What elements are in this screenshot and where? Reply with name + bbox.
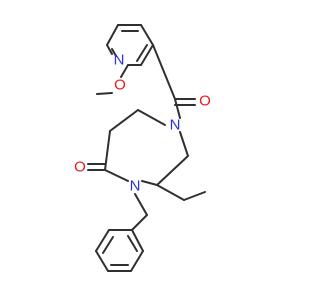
bond	[120, 64, 129, 78]
methoxy-oxygen-label: O	[114, 77, 126, 94]
bond	[95, 250, 109, 272]
benzyl-group	[95, 193, 148, 272]
bond	[134, 193, 148, 216]
bond	[179, 131, 189, 157]
bond	[106, 44, 113, 55]
bond	[131, 214, 148, 231]
bond	[156, 184, 185, 201]
bond	[152, 44, 176, 100]
bond	[95, 229, 110, 252]
bond	[174, 98, 181, 119]
bond	[111, 48, 117, 57]
molecule-diagram: N O O N N O	[74, 24, 211, 272]
bond	[106, 24, 119, 46]
diazepane-nitrogen-lower-label: N	[130, 178, 141, 195]
bond	[137, 109, 166, 126]
structure-canvas: N O O N N O	[74, 24, 211, 272]
bond	[140, 24, 154, 46]
lactam-carbonyl	[87, 163, 106, 171]
bond	[104, 169, 129, 182]
ethyl-group	[156, 184, 206, 201]
bond	[130, 250, 144, 272]
pyridine-ring	[106, 24, 154, 66]
bond	[109, 109, 139, 132]
bond	[102, 236, 114, 254]
bond	[96, 92, 113, 95]
bond	[183, 191, 206, 201]
bond	[136, 44, 148, 62]
amide-oxygen-label: O	[199, 93, 211, 110]
amide-carbonyl	[152, 44, 196, 119]
bond	[140, 44, 154, 66]
diazepane-ring	[104, 109, 189, 186]
lactam-oxygen-label: O	[74, 159, 86, 176]
atom-labels: N O O N N O	[74, 52, 211, 195]
bond	[156, 155, 189, 186]
bond	[127, 235, 138, 252]
bond	[131, 229, 144, 252]
pyridine-nitrogen-label: N	[114, 52, 125, 69]
bond	[141, 180, 158, 186]
diazepane-nitrogen-upper-label: N	[170, 117, 181, 134]
methoxy-group	[96, 64, 129, 95]
